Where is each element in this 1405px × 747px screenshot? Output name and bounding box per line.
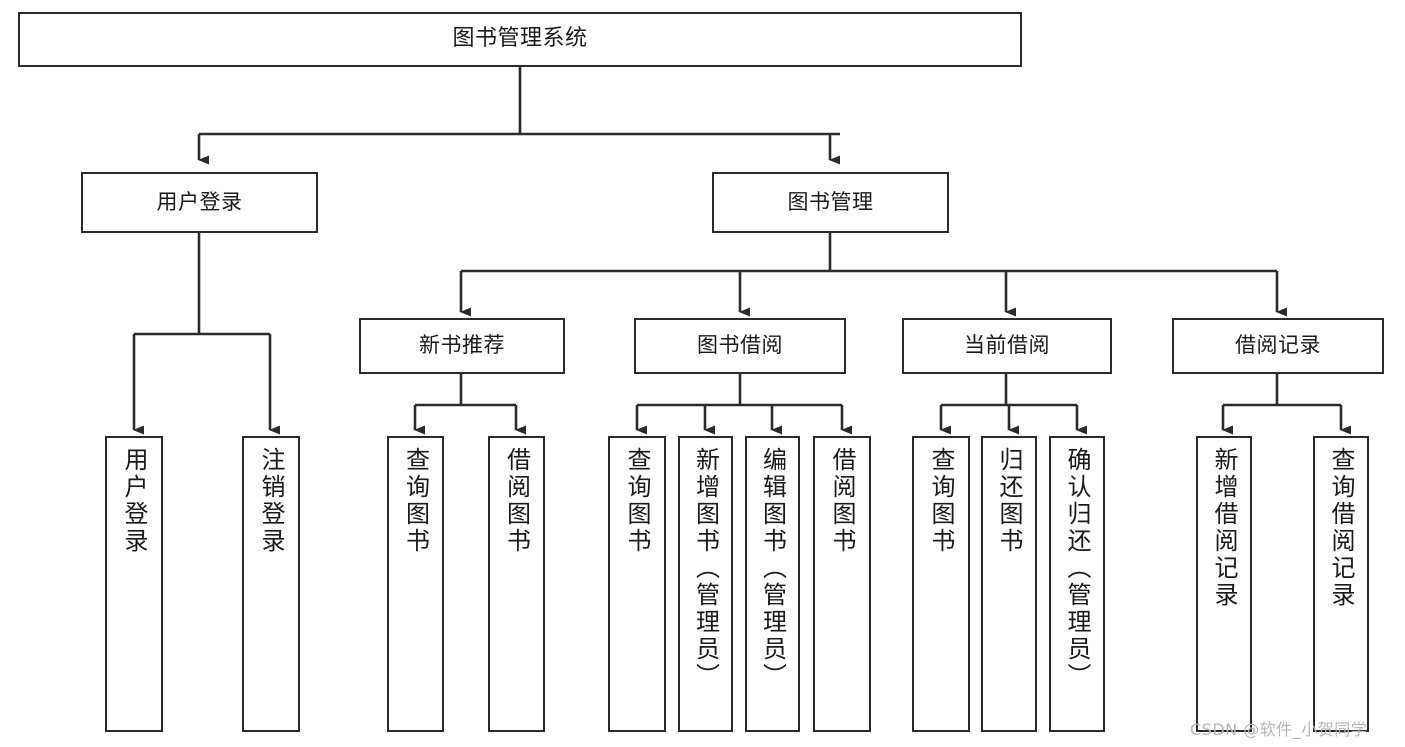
node-label: 当前借阅 bbox=[964, 333, 1050, 358]
node-leaf-borrow-do-borrow[interactable]: 借阅图书 bbox=[813, 436, 871, 732]
node-label: 确认归还（管理员） bbox=[1063, 447, 1091, 690]
node-leaf-user-login[interactable]: 用户登录 bbox=[105, 436, 163, 732]
node-label: 编辑图书（管理员） bbox=[758, 447, 787, 690]
node-leaf-query-borrow-record[interactable]: 查询借阅记录 bbox=[1313, 436, 1369, 732]
node-label: 新增图书（管理员） bbox=[691, 447, 720, 690]
node-label: 查询借阅记录 bbox=[1327, 447, 1355, 609]
node-book-manage[interactable]: 图书管理 bbox=[712, 172, 949, 233]
node-book-borrow[interactable]: 图书借阅 bbox=[634, 318, 846, 374]
node-leaf-rec-borrow-book[interactable]: 借阅图书 bbox=[488, 436, 545, 732]
node-label: 查询图书 bbox=[623, 447, 651, 555]
node-leaf-borrow-edit-book-admin[interactable]: 编辑图书（管理员） bbox=[745, 436, 800, 732]
node-leaf-borrow-query-book[interactable]: 查询图书 bbox=[608, 436, 666, 732]
node-label: 图书借阅 bbox=[697, 333, 783, 358]
node-leaf-cur-return-book[interactable]: 归还图书 bbox=[981, 436, 1037, 732]
node-current-borrow[interactable]: 当前借阅 bbox=[902, 318, 1112, 374]
node-leaf-borrow-add-book-admin[interactable]: 新增图书（管理员） bbox=[678, 436, 733, 732]
node-label: 借阅图书 bbox=[828, 447, 856, 555]
node-label: 查询图书 bbox=[927, 447, 955, 555]
node-label: 新书推荐 bbox=[419, 333, 505, 358]
node-borrow-record[interactable]: 借阅记录 bbox=[1172, 318, 1384, 374]
node-new-book-recommend[interactable]: 新书推荐 bbox=[359, 318, 565, 374]
node-label: 图书管理系统 bbox=[452, 26, 588, 52]
node-leaf-rec-query-book[interactable]: 查询图书 bbox=[387, 436, 444, 732]
node-label: 查询图书 bbox=[401, 447, 430, 555]
node-leaf-cur-confirm-return-admin[interactable]: 确认归还（管理员） bbox=[1049, 436, 1105, 732]
node-label: 图书管理 bbox=[787, 189, 874, 214]
node-label: 借阅图书 bbox=[502, 447, 531, 555]
node-label: 借阅记录 bbox=[1235, 333, 1321, 358]
node-leaf-cur-query-book[interactable]: 查询图书 bbox=[912, 436, 970, 732]
csdn-watermark: CSDN @软件_小贺同学 bbox=[1190, 720, 1368, 739]
node-label: 新增借阅记录 bbox=[1210, 447, 1238, 609]
node-root-book-management-system[interactable]: 图书管理系统 bbox=[18, 12, 1022, 67]
node-label: 用户登录 bbox=[120, 447, 148, 555]
node-label: 用户登录 bbox=[156, 189, 243, 214]
node-leaf-add-borrow-record[interactable]: 新增借阅记录 bbox=[1196, 436, 1252, 732]
node-label: 注销登录 bbox=[257, 447, 285, 555]
node-label: 归还图书 bbox=[995, 447, 1023, 555]
node-leaf-user-logout[interactable]: 注销登录 bbox=[242, 436, 300, 732]
node-user-login[interactable]: 用户登录 bbox=[81, 172, 318, 233]
